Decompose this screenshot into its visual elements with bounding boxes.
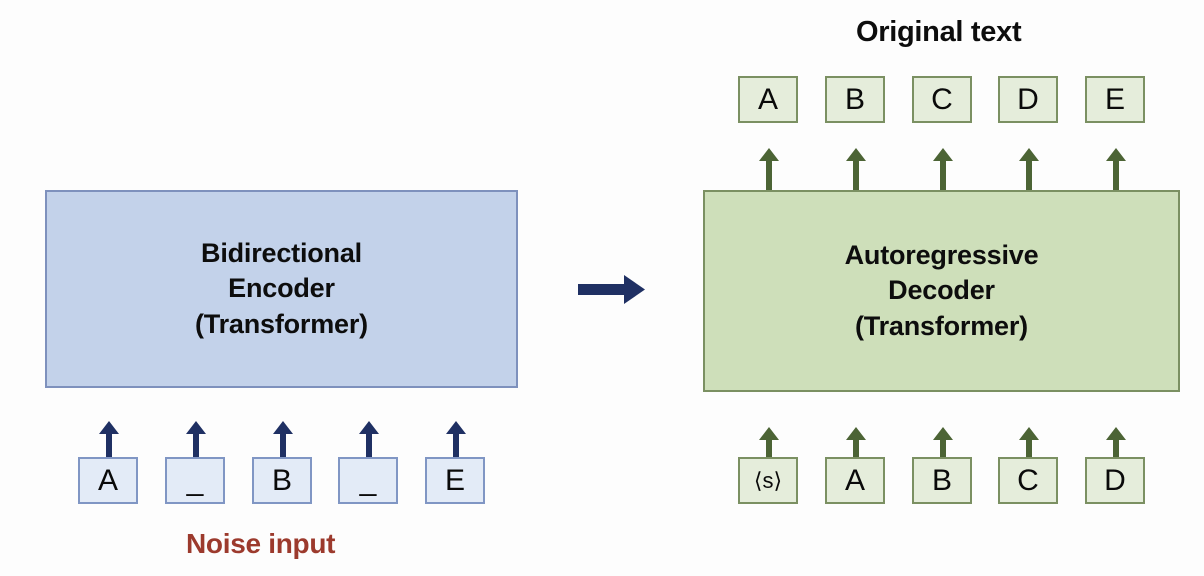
noise-token-label-5: E (444, 463, 465, 497)
decoder-input-token-box-3: B (912, 457, 972, 504)
decoder-input-arrow-3-icon (932, 427, 954, 461)
decoder-input-token-label-5: D (1104, 463, 1126, 497)
encoder-input-arrow-5-icon (445, 421, 467, 461)
noise-token-box-4: _ (338, 457, 398, 504)
decoder-output-arrow-3-icon (932, 148, 954, 192)
encoder-block-label: Bidirectional Encoder (Transformer) (195, 237, 368, 339)
noise-token-label-3: B (271, 463, 292, 497)
noise-input-label: Noise input (186, 528, 336, 559)
encoder-input-arrow-2-icon (185, 421, 207, 461)
bidirectional-encoder-block: Bidirectional Encoder (Transformer) (45, 190, 518, 388)
decoder-input-arrow-2-icon (845, 427, 867, 461)
noise-token-label-1: A (97, 463, 118, 497)
decoder-input-token-box-1: ⟨s⟩ (738, 457, 798, 504)
encoder-input-arrow-4-icon (358, 421, 380, 461)
decoder-input-token-label-4: C (1017, 463, 1039, 497)
noise-token-box-5: E (425, 457, 485, 504)
encoder-to-decoder-arrow-icon (578, 275, 646, 305)
output-token-box-4: D (998, 76, 1058, 123)
decoder-block-label: Autoregressive Decoder (Transformer) (844, 239, 1039, 341)
noise-token-box-3: B (252, 457, 312, 504)
decoder-input-arrow-4-icon (1018, 427, 1040, 461)
output-token-box-5: E (1085, 76, 1145, 123)
decoder-input-token-label-2: A (844, 463, 865, 497)
output-token-label-3: C (931, 82, 953, 116)
decoder-input-token-box-5: D (1085, 457, 1145, 504)
autoregressive-decoder-block: Autoregressive Decoder (Transformer) (703, 190, 1180, 392)
output-token-label-5: E (1104, 82, 1125, 116)
decoder-input-arrow-1-icon (758, 427, 780, 461)
decoder-output-arrow-1-icon (758, 148, 780, 192)
output-token-box-2: B (825, 76, 885, 123)
decoder-output-arrow-5-icon (1105, 148, 1127, 192)
noise-token-box-1: A (78, 457, 138, 504)
output-token-box-3: C (912, 76, 972, 123)
decoder-input-token-label-1: ⟨s⟩ (753, 467, 783, 493)
decoder-input-token-box-2: A (825, 457, 885, 504)
encoder-input-arrow-1-icon (98, 421, 120, 461)
noise-token-label-4: _ (359, 463, 377, 497)
noise-token-label-2: _ (186, 463, 204, 497)
original-text-label: Original text (856, 16, 1022, 48)
output-token-label-2: B (844, 82, 865, 116)
output-token-box-1: A (738, 76, 798, 123)
decoder-input-token-box-4: C (998, 457, 1058, 504)
decoder-output-arrow-4-icon (1018, 148, 1040, 192)
decoder-output-arrow-2-icon (845, 148, 867, 192)
decoder-input-token-label-3: B (931, 463, 952, 497)
output-token-label-4: D (1017, 82, 1039, 116)
encoder-input-arrow-3-icon (272, 421, 294, 461)
noise-token-box-2: _ (165, 457, 225, 504)
decoder-input-arrow-5-icon (1105, 427, 1127, 461)
output-token-label-1: A (757, 82, 778, 116)
